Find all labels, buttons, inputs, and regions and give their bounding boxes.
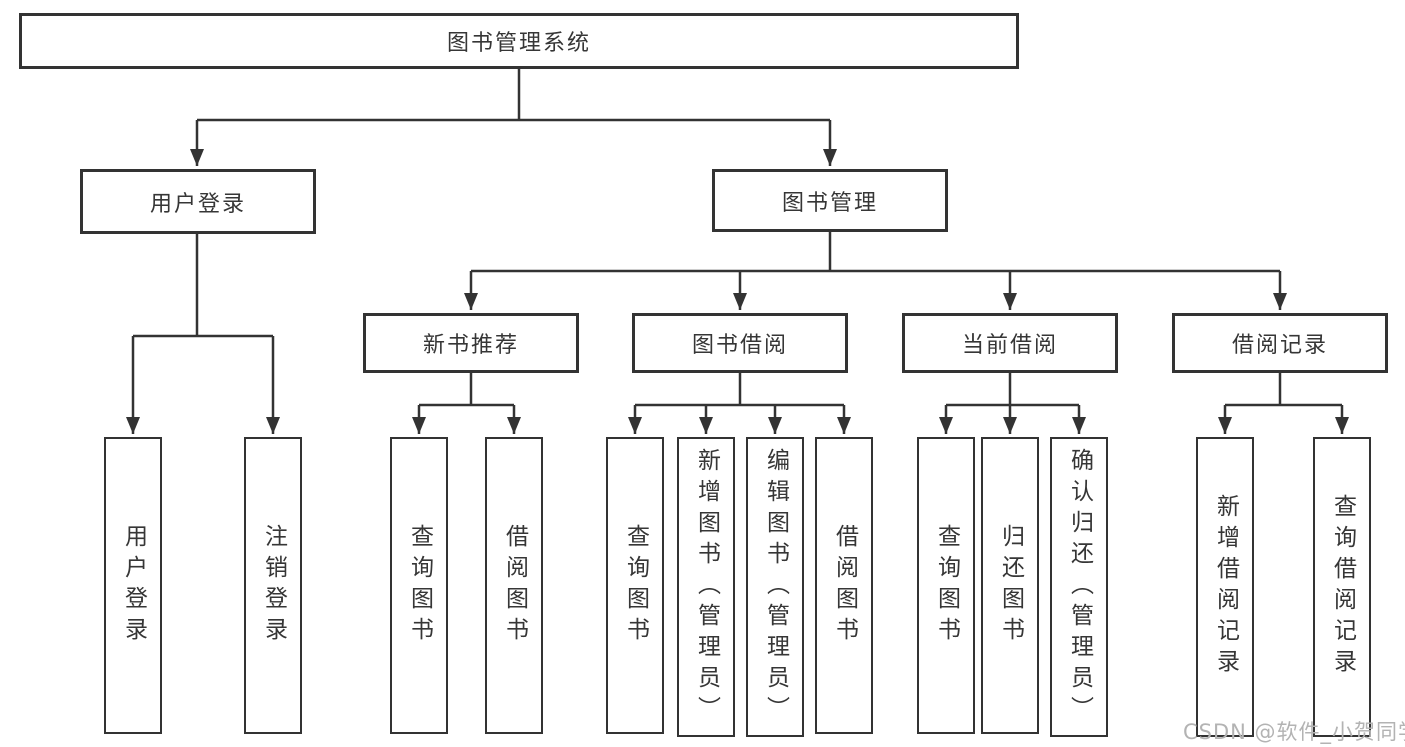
node-borrowing-records: 借阅记录 — [1172, 313, 1388, 373]
leaf-user-login-label: 用户登录 — [120, 523, 147, 648]
leaf-user-login: 用户登录 — [104, 437, 162, 734]
node-book-borrowing-label: 图书借阅 — [691, 333, 788, 358]
leaf-confirm-return-admin-label: 确认归还（管理员） — [1066, 447, 1093, 727]
leaf-bookborrow-query-books: 查询图书 — [606, 437, 664, 734]
leaf-newbooks-borrow-books: 借阅图书 — [485, 437, 543, 734]
leaf-bookborrow-borrow-books-label: 借阅图书 — [831, 523, 858, 648]
csdn-watermark: CSDN @软件_小贺同学 — [1183, 720, 1405, 744]
node-library-management-system: 图书管理系统 — [19, 13, 1019, 69]
leaf-edit-books-admin-label: 编辑图书（管理员） — [762, 447, 789, 727]
node-current-borrowing: 当前借阅 — [902, 313, 1118, 373]
node-book-management: 图书管理 — [712, 169, 948, 232]
leaf-newbooks-query-books-label: 查询图书 — [406, 523, 433, 648]
leaf-newbooks-query-books: 查询图书 — [390, 437, 448, 734]
node-new-book-recommendation: 新书推荐 — [363, 313, 579, 373]
leaf-logout: 注销登录 — [244, 437, 302, 734]
leaf-newbooks-borrow-books-label: 借阅图书 — [501, 523, 528, 648]
leaf-query-borrow-record-label: 查询借阅记录 — [1329, 494, 1356, 680]
leaf-edit-books-admin: 编辑图书（管理员） — [746, 437, 804, 737]
connector-bookborrow-to-leaves — [628, 373, 851, 434]
node-current-borrowing-label: 当前借阅 — [961, 333, 1058, 358]
connector-currentborrow-to-leaves — [939, 373, 1086, 434]
leaf-currentborrow-query-books-label: 查询图书 — [933, 523, 960, 648]
node-borrowing-records-label: 借阅记录 — [1231, 333, 1328, 358]
leaf-confirm-return-admin: 确认归还（管理员） — [1050, 437, 1108, 737]
node-book-borrowing: 图书借阅 — [632, 313, 848, 373]
leaf-bookborrow-query-books-label: 查询图书 — [622, 523, 649, 648]
connector-borrowrecords-to-leaves — [1218, 373, 1349, 434]
node-user-login: 用户登录 — [80, 169, 316, 234]
leaf-add-borrow-record-label: 新增借阅记录 — [1212, 494, 1239, 680]
leaf-add-books-admin-label: 新增图书（管理员） — [693, 447, 720, 727]
connector-newbooks-to-leaves — [412, 373, 521, 434]
node-new-book-recommendation-label: 新书推荐 — [422, 333, 519, 358]
leaf-return-books: 归还图书 — [981, 437, 1039, 734]
leaf-add-borrow-record: 新增借阅记录 — [1196, 437, 1254, 737]
leaf-add-books-admin: 新增图书（管理员） — [677, 437, 735, 737]
leaf-bookborrow-borrow-books: 借阅图书 — [815, 437, 873, 734]
leaf-currentborrow-query-books: 查询图书 — [917, 437, 975, 734]
leaf-return-books-label: 归还图书 — [997, 523, 1024, 648]
node-user-login-label: 用户登录 — [149, 191, 246, 217]
leaf-logout-label: 注销登录 — [260, 523, 287, 648]
connector-bookmgmt-to-level3 — [464, 232, 1287, 310]
connector-userlogin-to-leaves — [126, 234, 280, 434]
node-library-management-system-label: 图书管理系统 — [446, 31, 591, 56]
connector-root-to-level2 — [190, 69, 837, 166]
node-book-management-label: 图书管理 — [781, 190, 878, 216]
leaf-query-borrow-record: 查询借阅记录 — [1313, 437, 1371, 737]
